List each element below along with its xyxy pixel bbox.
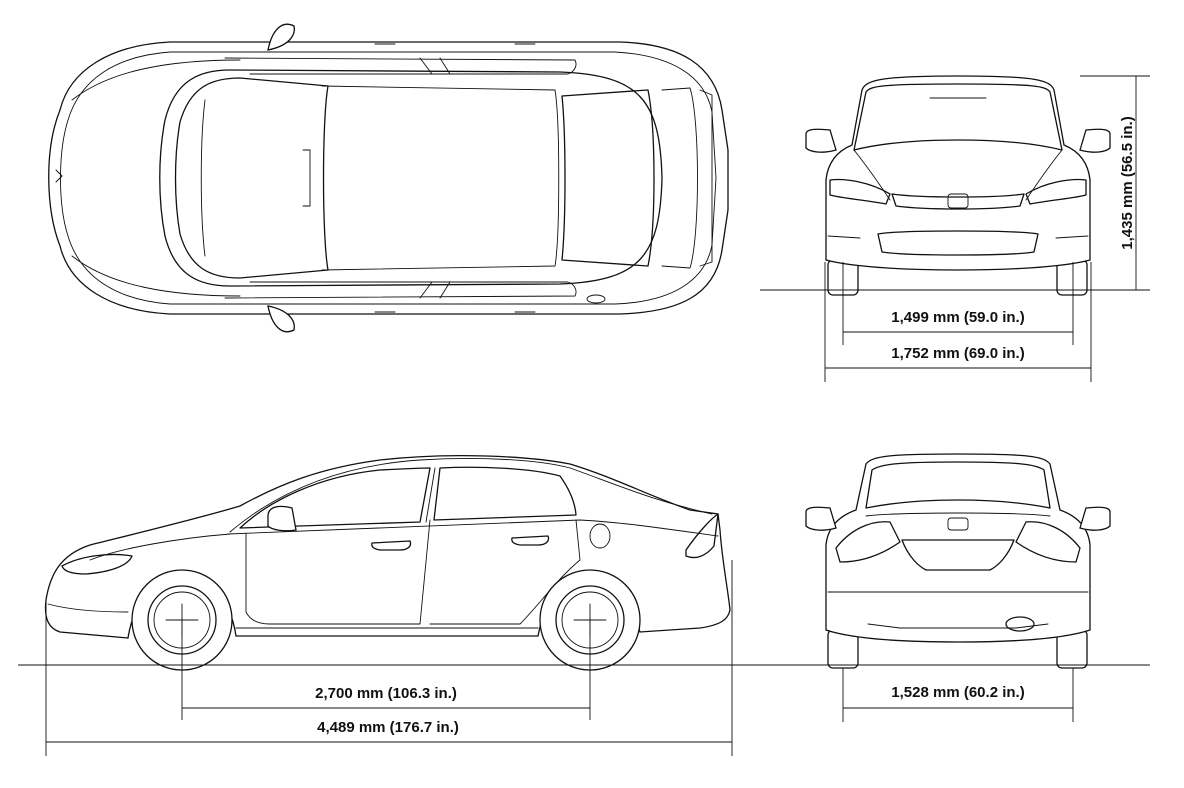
- wheelbase-label: 2,700 mm (106.3 in.): [315, 685, 457, 702]
- overall-height-label: 1,435 mm (56.5 in.): [1119, 116, 1136, 249]
- side-view: [44, 455, 731, 671]
- overall-length-label: 4,489 mm (176.7 in.): [317, 719, 459, 736]
- rear-view: [805, 453, 1111, 669]
- dimension-lines: [18, 75, 1150, 756]
- rear-track-label: 1,528 mm (60.2 in.): [891, 684, 1024, 701]
- front-view: [805, 75, 1111, 296]
- overall-width-label: 1,752 mm (69.0 in.): [891, 345, 1024, 362]
- top-view: [48, 23, 729, 333]
- front-track-label: 1,499 mm (59.0 in.): [891, 309, 1024, 326]
